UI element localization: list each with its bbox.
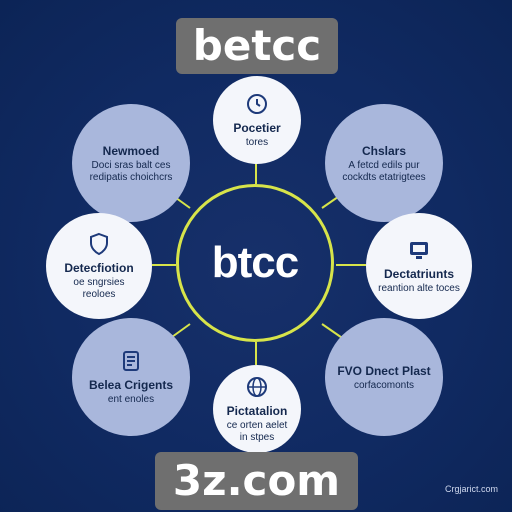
center-label: btcc	[211, 238, 299, 287]
node-top-title: Pocetier	[233, 121, 281, 135]
node-tr-desc: A fetcd edils pur cockdts etatrigtees	[342, 159, 426, 183]
clock-icon	[247, 94, 267, 114]
node-top-left: Newmoed Doci sras balt ces redipatis cho…	[72, 104, 190, 222]
node-bottom-title: Pictatalion	[226, 404, 288, 418]
shield-icon	[90, 232, 108, 256]
node-br-desc: corfacomonts	[353, 379, 415, 391]
node-left-desc: oe sngrsies reoloes	[73, 277, 125, 300]
document-icon	[123, 351, 139, 371]
node-right-desc: reantion alte toces	[378, 283, 460, 294]
overlay-label-top: betcc	[176, 18, 338, 74]
node-top-right: Chslars A fetcd edils pur cockdts etatri…	[325, 104, 443, 222]
node-bottom-desc: ce orten aelet in stpes	[226, 420, 288, 443]
node-right-title: Dectatriunts	[383, 267, 454, 281]
overlay-label-bottom: 3z.com	[155, 452, 358, 510]
node-bottom-right: FVO Dnect Plast corfacomonts	[325, 318, 443, 436]
node-left-title: Detecfiotion	[64, 261, 134, 275]
node-bottom-left: Belea Crigents ent enoles	[72, 318, 190, 436]
credit-text: Crgjarict.com	[444, 484, 498, 494]
node-bl-desc: ent enoles	[107, 394, 155, 405]
node-top: Pocetier tores	[213, 76, 301, 164]
center-hub: btcc	[176, 184, 334, 342]
node-tl-desc: Doci sras balt ces redipatis choichcrs	[89, 159, 173, 183]
node-tl-title: Newmoed	[102, 143, 160, 158]
globe-icon	[247, 377, 267, 397]
node-top-desc: tores	[245, 137, 269, 148]
node-bl-title: Belea Crigents	[88, 378, 174, 392]
node-bottom: Pictatalion ce orten aelet in stpes	[213, 365, 301, 453]
node-tr-title: Chslars	[361, 143, 407, 158]
node-br-title: FVO Dnect Plast	[337, 363, 431, 378]
monitor-icon	[410, 242, 428, 259]
node-left: Detecfiotion oe sngrsies reoloes	[46, 213, 152, 319]
node-right: Dectatriunts reantion alte toces	[366, 213, 472, 319]
